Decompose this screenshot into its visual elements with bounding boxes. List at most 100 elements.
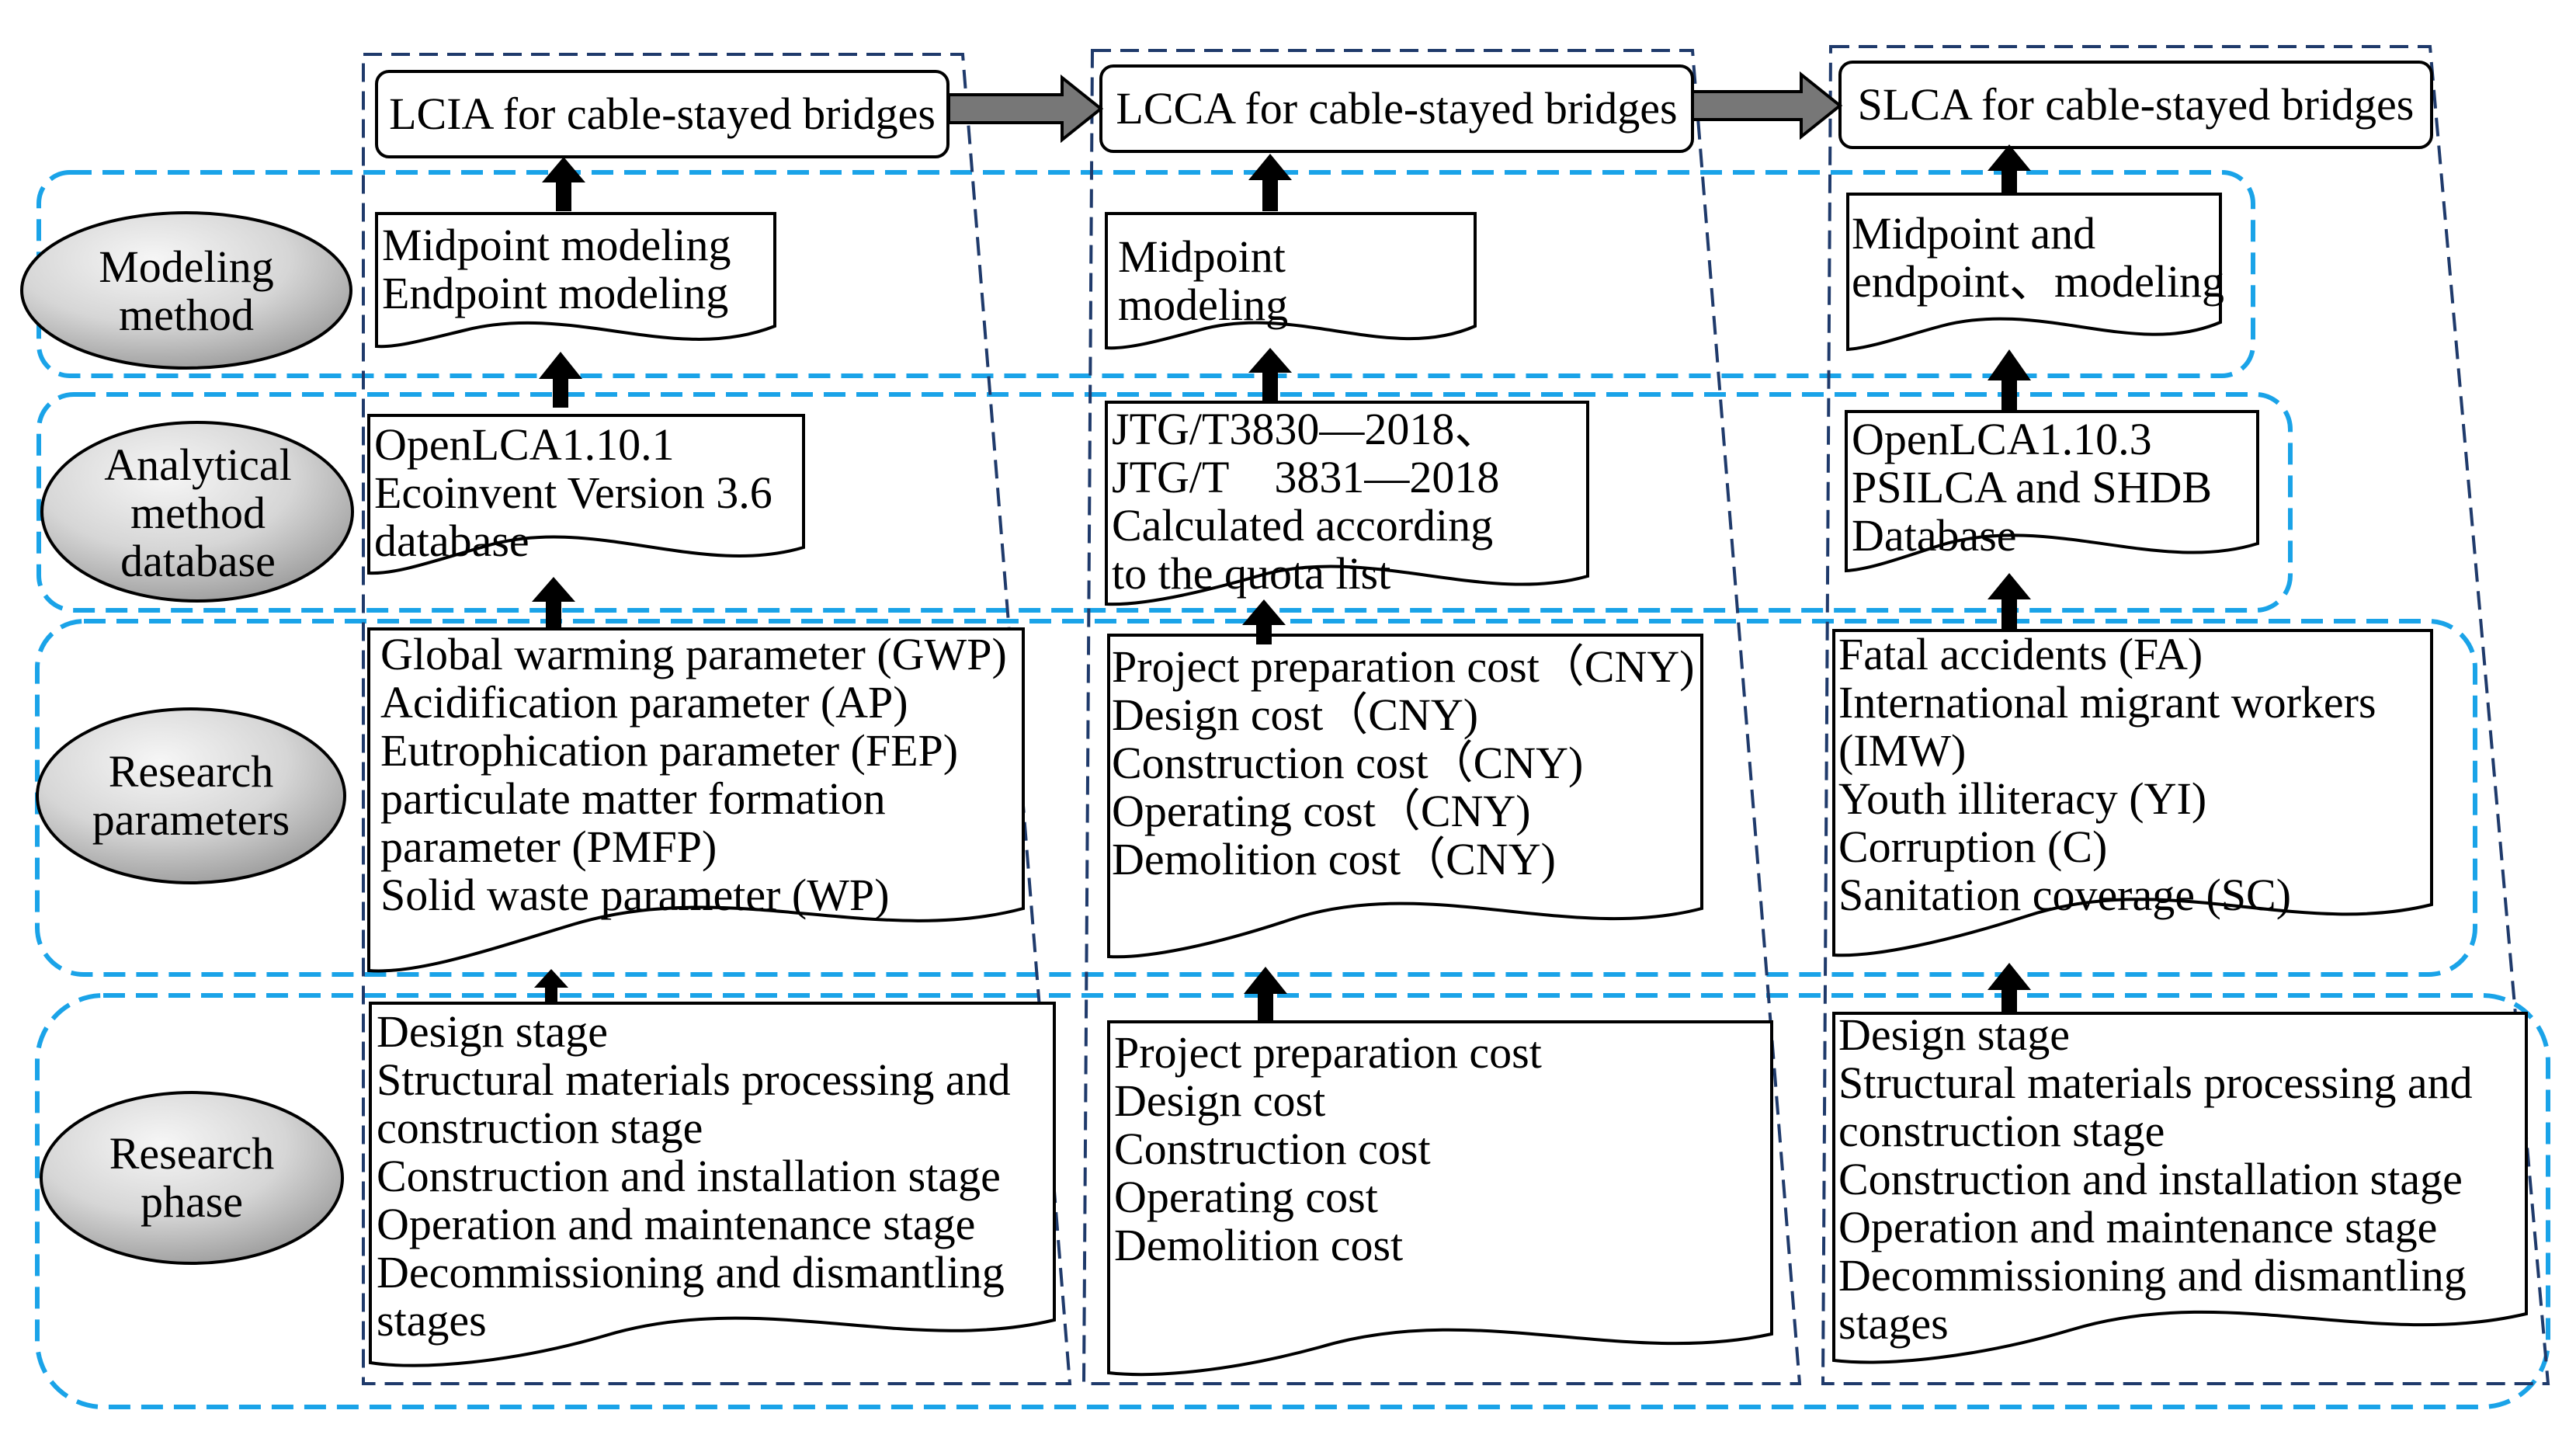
title-lcia: LCIA for cable-stayed bridges (389, 89, 936, 139)
text-line: International migrant workers (1838, 677, 2376, 728)
row-frame-phase (35, 993, 2550, 1409)
doc-shape-lcia-database (367, 414, 805, 575)
text-line: Construction cost（CNY) (1112, 738, 1584, 788)
slca-phase-text: Design stage Structural materials proces… (1838, 1011, 2473, 1348)
text-line: (IMW) (1838, 725, 1967, 776)
arrow-lcca-phase-to-parameters (1244, 967, 1287, 1022)
lcca-parameters-text: Project preparation cost（CNY) Design cos… (1112, 643, 1695, 884)
oval-label-line: method (119, 290, 254, 340)
lcia-modeling-text: Midpoint modeling Endpoint modeling (382, 221, 731, 318)
text-line: Decommissioning and dismantling (377, 1247, 1005, 1297)
arrow-slca-database-to-modeling (1988, 349, 2031, 412)
text-line: OpenLCA1.10.1 (374, 419, 675, 470)
oval-label-line: parameters (92, 794, 290, 845)
text-line: Operating cost（CNY) (1112, 786, 1531, 836)
text-line: Construction and installation stage (377, 1151, 1001, 1201)
column-frame-slca (1821, 45, 2550, 1385)
text-line: Structural materials processing and (377, 1054, 1011, 1105)
text-line: Design cost (1114, 1075, 1326, 1126)
arrow-lcca-modeling-to-title (1248, 154, 1292, 211)
oval-label-research-phase: Research phase (36, 1120, 347, 1236)
text-line: endpoint、modeling (1852, 256, 2225, 307)
text-line: Youth illiteracy (YI) (1838, 773, 2207, 824)
row-frame-database (36, 392, 2293, 613)
text-line: Project preparation cost（CNY) (1112, 641, 1695, 692)
doc-shape-lcca-modeling (1105, 212, 1477, 350)
text-line: Demolition cost (1114, 1220, 1404, 1270)
oval-label-line: Research (108, 746, 274, 797)
title-slca: SLCA for cable-stayed bridges (1857, 79, 2415, 130)
arrow-lcia-parameters-to-database (532, 577, 575, 630)
oval-label-research-parameters: Research parameters (36, 738, 346, 854)
text-line: Endpoint modeling (382, 268, 729, 318)
text-line: Global warming parameter (GWP) (380, 629, 1007, 679)
text-line: Database (1852, 510, 2017, 561)
text-line: Calculated according (1112, 500, 1494, 551)
oval-label-modeling-method: Modeling method (31, 233, 342, 349)
text-line: Midpoint modeling (382, 220, 731, 270)
text-line: to the quota list (1112, 548, 1391, 599)
text-line: Construction cost (1114, 1124, 1431, 1174)
lcia-phase-text: Design stage Structural materials proces… (377, 1008, 1011, 1345)
title-lcca: LCCA for cable-stayed bridges (1116, 83, 1678, 134)
text-line: Structural materials processing and (1838, 1058, 2473, 1108)
column-frame-lcca (1081, 49, 1802, 1385)
text-line: Operation and maintenance stage (377, 1199, 976, 1249)
text-line: Operation and maintenance stage (1838, 1202, 2438, 1252)
text-line: Fatal accidents (FA) (1838, 629, 2203, 679)
slca-database-text: OpenLCA1.10.3 PSILCA and SHDB Database (1852, 415, 2212, 560)
oval-research-parameters (36, 707, 346, 884)
text-line: Solid waste parameter (WP) (380, 870, 890, 920)
text-line: PSILCA and SHDB (1852, 462, 2213, 512)
slca-modeling-text: Midpoint and endpoint、modeling (1852, 210, 2224, 306)
text-line: Design cost（CNY) (1112, 690, 1479, 740)
lcia-database-text: OpenLCA1.10.1 Ecoinvent Version 3.6 data… (374, 421, 772, 565)
row-frame-modeling (36, 170, 2255, 378)
arrow-lcia-to-lcca (947, 74, 1104, 144)
doc-shape-lcia-modeling (375, 212, 776, 349)
text-line: JTG/T 3831—2018 (1112, 452, 1500, 502)
text-line: construction stage (377, 1103, 703, 1153)
text-line: parameter (PMFP) (380, 821, 717, 872)
oval-analytical-method-database (40, 421, 354, 603)
doc-shape-slca-parameters (1832, 629, 2433, 957)
text-line: Decommissioning and dismantling (1838, 1250, 2467, 1301)
text-line: database (374, 516, 529, 566)
oval-modeling-method (20, 211, 352, 370)
arrow-lcca-database-to-modeling (1248, 348, 1292, 404)
oval-research-phase (40, 1091, 344, 1265)
text-line: JTG/T3830—2018、 (1112, 404, 1500, 454)
text-line: Project preparation cost (1114, 1027, 1542, 1078)
oval-label-line: phase (140, 1176, 244, 1227)
arrow-slca-modeling-to-title (1988, 144, 2031, 194)
text-line: Midpoint (1118, 231, 1286, 282)
doc-shape-slca-phase (1832, 1012, 2528, 1364)
text-line: particulate matter formation (380, 773, 886, 824)
doc-shape-lcca-parameters (1107, 634, 1703, 959)
text-line: Ecoinvent Version 3.6 (374, 467, 772, 518)
lcca-phase-text: Project preparation cost Design cost Con… (1114, 1029, 1542, 1270)
text-line: Operating cost (1114, 1172, 1378, 1222)
column-frame-lcia (362, 53, 1072, 1385)
text-line: Demolition cost（CNY) (1112, 834, 1556, 884)
oval-label-line: Research (109, 1128, 275, 1179)
text-line: Acidification parameter (AP) (380, 677, 908, 728)
arrow-lcia-database-to-modeling (539, 352, 582, 408)
oval-label-line: Modeling (99, 241, 274, 292)
arrow-lcia-modeling-to-title (542, 157, 585, 211)
doc-shape-lcca-database (1105, 401, 1589, 606)
text-line: Design stage (377, 1006, 608, 1057)
oval-label-line: method (130, 487, 266, 538)
text-line: Eutrophication parameter (FEP) (380, 725, 959, 776)
doc-shape-slca-database (1845, 410, 2259, 573)
lcca-database-text: JTG/T3830—2018、 JTG/T 3831—2018 Calculat… (1112, 405, 1499, 598)
oval-label-line: Analytical (104, 439, 292, 490)
text-line: stages (1838, 1298, 1949, 1349)
lcia-parameters-text: Global warming parameter (GWP) Acidifica… (380, 630, 1007, 919)
arrow-slca-parameters-to-database (1988, 573, 2031, 630)
doc-shape-lcia-parameters (367, 627, 1025, 973)
text-line: Sanitation coverage (SC) (1838, 870, 2292, 920)
oval-label-line: database (120, 535, 276, 586)
slca-parameters-text: Fatal accidents (FA) International migra… (1838, 630, 2376, 919)
